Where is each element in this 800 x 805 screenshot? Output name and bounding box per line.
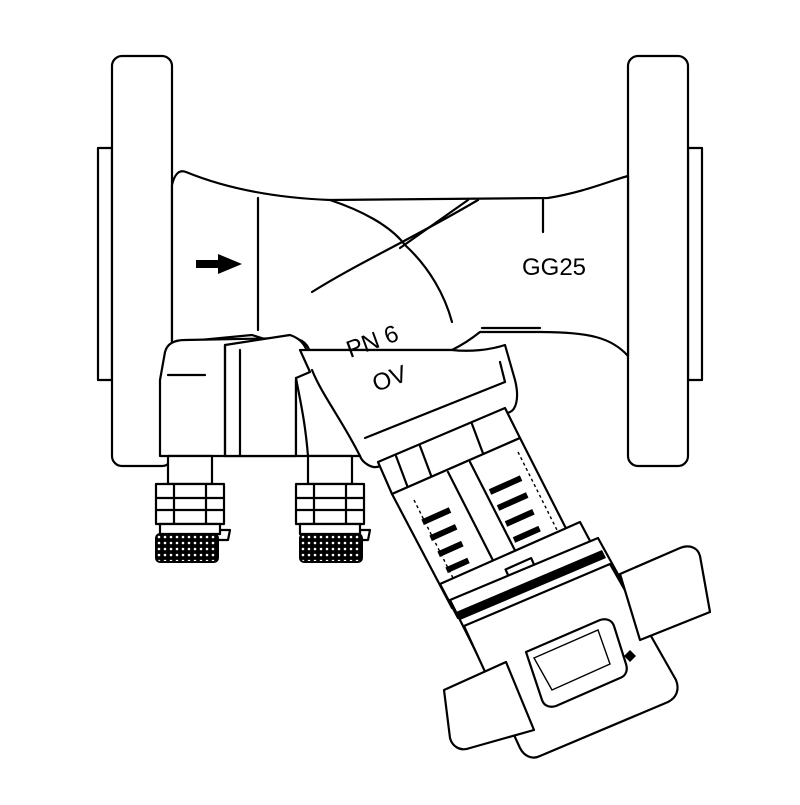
measuring-nipple-left[interactable]: [154, 454, 232, 563]
arrow-right-icon: [196, 254, 242, 274]
material-label: GG25: [522, 254, 586, 281]
measuring-nipple-right[interactable]: [294, 454, 372, 563]
diamond-icon: [624, 650, 636, 662]
right-flange: [626, 54, 704, 468]
valve-body: [170, 170, 630, 358]
bonnet-housing: [294, 343, 519, 469]
lower-body: [158, 333, 312, 458]
handwheel[interactable]: [442, 536, 712, 759]
